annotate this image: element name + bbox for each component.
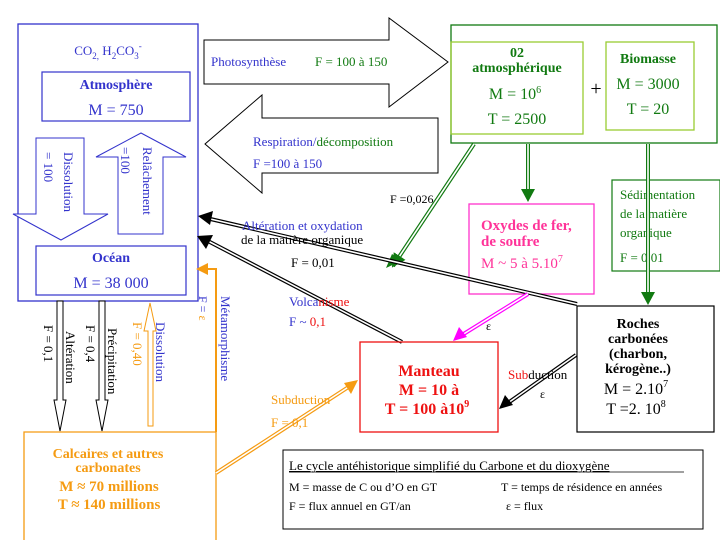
sedimentation-line1: Sédimentation bbox=[620, 187, 696, 202]
dissolution-arrow-value: = 100 bbox=[41, 152, 56, 182]
relachement-up-arrow bbox=[95, 132, 187, 235]
relachement-arrow-label: Relâchement bbox=[140, 147, 155, 215]
dissolution-up-value: F = 0,40 bbox=[130, 322, 145, 366]
roches-mass: M = 2.107 bbox=[604, 379, 668, 398]
manteau-title: Manteau bbox=[398, 363, 459, 380]
respiration-label: Respiration/décomposition bbox=[253, 134, 394, 149]
biomasse-to-roches-arrowhead bbox=[641, 292, 655, 305]
o2-line1: 02 bbox=[510, 46, 524, 61]
o2-mass: M = 106 bbox=[489, 85, 541, 103]
manteau-mass: M = 10 à bbox=[399, 382, 459, 399]
alteration-oxydation-line2: de la matière organique bbox=[241, 232, 363, 247]
legend-epsilon-definition: ε = flux bbox=[506, 499, 543, 513]
photosynthese-label: Photosynthèse bbox=[211, 54, 286, 69]
atmosphere-species: CO2, H2CO3- bbox=[74, 41, 142, 61]
sedimentation-value: F = 0,01 bbox=[620, 250, 664, 265]
ocean-mass: M = 38 000 bbox=[73, 275, 148, 292]
oxydes-mass: M ~ 5 à 5.107 bbox=[481, 254, 563, 272]
atmosphere-mass: M = 750 bbox=[88, 102, 143, 119]
roches-to-manteau-subduction-arrow bbox=[507, 354, 577, 404]
roches-box bbox=[576, 305, 715, 433]
subduction-right-label: Subduction bbox=[508, 367, 568, 382]
biomasse-title: Biomasse bbox=[620, 52, 676, 67]
ocean-box bbox=[35, 245, 187, 296]
metamorphisme-label: Métamorphisme bbox=[218, 296, 233, 381]
volcanisme-label: Volcanisme bbox=[289, 294, 350, 309]
manteau-time: T = 100 à109 bbox=[385, 399, 470, 418]
metamorphisme-value: F = ε bbox=[196, 296, 210, 321]
manteau-box bbox=[359, 341, 499, 433]
dissolution-down-arrow bbox=[12, 137, 109, 241]
alteration-down-arrow bbox=[53, 300, 67, 432]
sedimentation-line3: organique bbox=[620, 225, 672, 240]
dissolution-arrow-label: Dissolution bbox=[61, 152, 76, 212]
atmosphere-box bbox=[41, 71, 191, 122]
roches-line3: (charbon, bbox=[609, 347, 667, 362]
calcaires-mass: M ≈ 70 millions bbox=[59, 479, 159, 495]
legend-t-definition: T = temps de résidence en années bbox=[501, 480, 662, 494]
organic-oxidation-arrow bbox=[205, 217, 578, 305]
roches-line2: carbonées bbox=[608, 332, 668, 347]
biomasse-mass: M = 3000 bbox=[616, 76, 679, 93]
alteration-arrow-value: F = 0,1 bbox=[41, 325, 56, 362]
sedimentation-line2: de la matière bbox=[620, 206, 687, 221]
atmosphere-ocean-container bbox=[17, 23, 199, 302]
volcanisme-arrow bbox=[205, 239, 403, 343]
calcaires-box bbox=[23, 431, 217, 540]
dissolution-up-label: Dissolution bbox=[153, 322, 168, 382]
plus-sign: + bbox=[590, 78, 601, 100]
oxydes-line2: de soufre bbox=[481, 234, 540, 250]
photosynthese-arrow bbox=[203, 17, 449, 109]
oxydes-to-manteau-epsilon: ε bbox=[486, 319, 491, 333]
oxydes-line1: Oxydes de fer, bbox=[481, 218, 572, 234]
respiration-value: F =100 à 150 bbox=[253, 156, 322, 171]
precipitation-down-arrow bbox=[95, 300, 109, 432]
o2-box bbox=[450, 41, 584, 135]
legend-f-definition: F = flux annuel en GT/an bbox=[289, 499, 411, 513]
o2-to-organic-oxidation-arrow bbox=[391, 143, 475, 268]
flux-0026-label: F =0,026 bbox=[390, 192, 433, 206]
photosynthese-value: F = 100 à 150 bbox=[315, 54, 387, 69]
atmosphere-title: Atmosphère bbox=[80, 78, 153, 93]
roches-time: T =2. 108 bbox=[606, 399, 666, 418]
calcaires-line2: carbonates bbox=[75, 461, 141, 476]
alteration-oxydation-line1: Altération et oxydation bbox=[242, 218, 363, 233]
subduction-left-label: Subduction bbox=[271, 392, 331, 407]
legend-m-definition: M = masse de C ou d’O en GT bbox=[289, 480, 438, 494]
calcaires-to-manteau-subduction-arrow bbox=[215, 385, 351, 474]
precipitation-arrow-label: Précipitation bbox=[105, 328, 120, 395]
respiration-arrow bbox=[204, 93, 439, 195]
metamorphisme-arrow bbox=[206, 268, 217, 432]
precipitation-arrow-value: F = 0,4 bbox=[83, 325, 98, 363]
o2-to-oxydes-arrowhead bbox=[521, 189, 535, 202]
o2-time: T = 2500 bbox=[488, 111, 547, 128]
ocean-title: Océan bbox=[92, 251, 130, 266]
roches-line4: kérogène..) bbox=[605, 362, 671, 377]
dissolution-up-arrow bbox=[143, 302, 157, 427]
subduction-left-value: F = 0,1 bbox=[271, 415, 308, 430]
volcanisme-value: F ~ 0,1 bbox=[289, 314, 326, 329]
alteration-oxydation-value: F = 0,01 bbox=[291, 255, 335, 270]
subduction-right-value: ε bbox=[540, 387, 545, 401]
legend-title: Le cycle antéhistorique simplifié du Car… bbox=[289, 458, 610, 473]
relachement-arrow-value: =100 bbox=[118, 147, 133, 174]
roches-line1: Roches bbox=[617, 317, 660, 332]
alteration-arrow-label: Altération bbox=[63, 331, 78, 384]
sedimentation-box bbox=[611, 179, 720, 272]
calcaires-line1: Calcaires et autres bbox=[53, 447, 164, 462]
oxydes-to-manteau-arrow bbox=[461, 293, 529, 336]
calcaires-time: T ≈ 140 millions bbox=[58, 497, 161, 513]
legend-box bbox=[282, 449, 704, 530]
biomasse-box bbox=[605, 41, 695, 131]
o2-line2: atmosphérique bbox=[472, 61, 561, 76]
biomasse-time: T = 20 bbox=[627, 101, 670, 118]
